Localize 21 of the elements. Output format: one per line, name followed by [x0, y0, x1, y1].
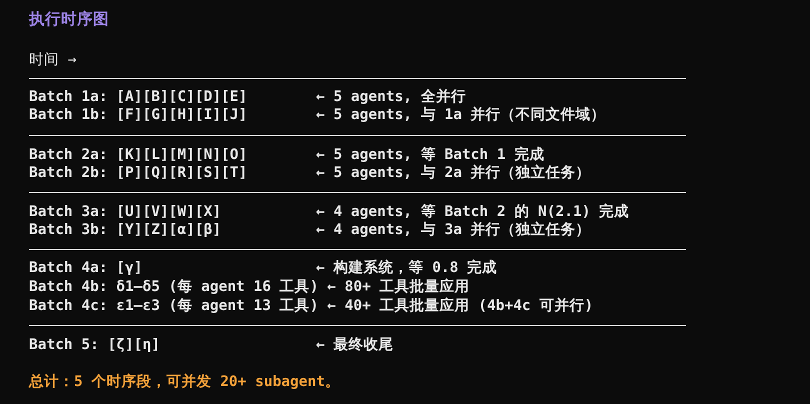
batch-label: Batch 1a: [A][B][C][D][E] [29, 88, 248, 106]
batch-label: Batch 4c: ε1–ε3 (每 agent 13 工具) ← 40+ 工具批量应用 (4b+4c 可并行) [29, 297, 594, 315]
batch-label: Batch 4a: [γ] [29, 259, 142, 277]
axis-label: 时间 → [29, 51, 76, 69]
batch-note: ← 构建系统，等 0.8 完成 [316, 259, 498, 277]
batch-label: Batch 3b: [Y][Z][α][β] [29, 221, 222, 239]
page-title: 执行时序图 [29, 10, 109, 28]
batch-note: ← 4 agents, 与 3a 并行（独立任务） [316, 221, 591, 239]
batch-label: Batch 5: [ζ][η] [29, 336, 160, 354]
batch-note: ← 最终收尾 [316, 336, 394, 354]
batch-note: ← 5 agents, 等 Batch 1 完成 [316, 146, 544, 164]
batch-label: Batch 3a: [U][V][W][X] [29, 203, 222, 221]
batch-label: Batch 1b: [F][G][H][I][J] [29, 106, 248, 124]
batch-note: ← 5 agents, 与 2a 并行（独立任务） [316, 164, 591, 182]
batch-label: Batch 2b: [P][Q][R][S][T] [29, 164, 248, 182]
summary-caption: 总计：5 个时序段，可并发 20+ subagent。 [29, 373, 340, 391]
batch-note: ← 5 agents, 与 1a 并行（不同文件域） [316, 106, 606, 124]
batch-label: Batch 2a: [K][L][M][N][O] [29, 146, 248, 164]
batch-label: Batch 4b: δ1–δ5 (每 agent 16 工具) ← 80+ 工具批量应用 [29, 278, 470, 296]
batch-note: ← 5 agents, 全并行 [316, 88, 466, 106]
batch-note: ← 4 agents, 等 Batch 2 的 N(2.1) 完成 [316, 203, 630, 221]
